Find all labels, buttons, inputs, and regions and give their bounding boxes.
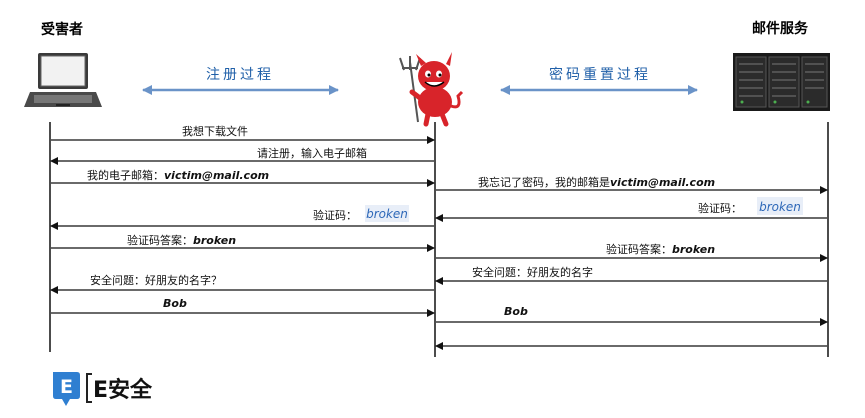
msg-captcha-to-victim: 验证码： — [313, 208, 357, 222]
svg-text:E: E — [60, 376, 73, 398]
msg-security-question-victim: 安全问题：好朋友的名字？ — [90, 273, 222, 287]
e-security-logo: E E安全 — [53, 372, 153, 406]
msg-captcha-to-attacker: 验证码： — [698, 201, 742, 215]
msg-answer-bob-attacker: Bob — [504, 305, 528, 318]
msg-forgot-password: 我忘记了密码，我的邮箱是victim@mail.com — [478, 175, 715, 189]
reset-phase-label: 密码重置过程 — [549, 66, 651, 83]
svg-text:broken: broken — [759, 200, 801, 214]
devil-attacker-icon — [399, 52, 464, 127]
registration-phase-label: 注册过程 — [206, 67, 274, 83]
svg-text:E安全: E安全 — [93, 377, 153, 403]
msg-victim-email: 我的电子邮箱：victim@mail.com — [87, 168, 269, 182]
msg-download-request: 我想下载文件 — [182, 124, 248, 138]
svg-text:broken: broken — [366, 207, 408, 221]
captcha-image-left: broken — [365, 205, 409, 222]
victim-title: 受害者 — [41, 21, 83, 38]
laptop-icon — [24, 53, 102, 107]
msg-captcha-answer-victim: 验证码答案：broken — [127, 233, 236, 247]
server-icon — [733, 53, 830, 111]
msg-security-question-attacker: 安全问题：好朋友的名字 — [472, 265, 593, 279]
mail-service-title: 邮件服务 — [752, 20, 809, 37]
victim-email-value: victim@mail.com — [164, 169, 269, 182]
msg-answer-bob-victim: Bob — [163, 297, 187, 310]
captcha-image-right: broken — [757, 197, 803, 215]
msg-captcha-answer-attacker: 验证码答案：broken — [606, 242, 715, 256]
msg-register-prompt: 请注册，输入电子邮箱 — [257, 146, 367, 160]
